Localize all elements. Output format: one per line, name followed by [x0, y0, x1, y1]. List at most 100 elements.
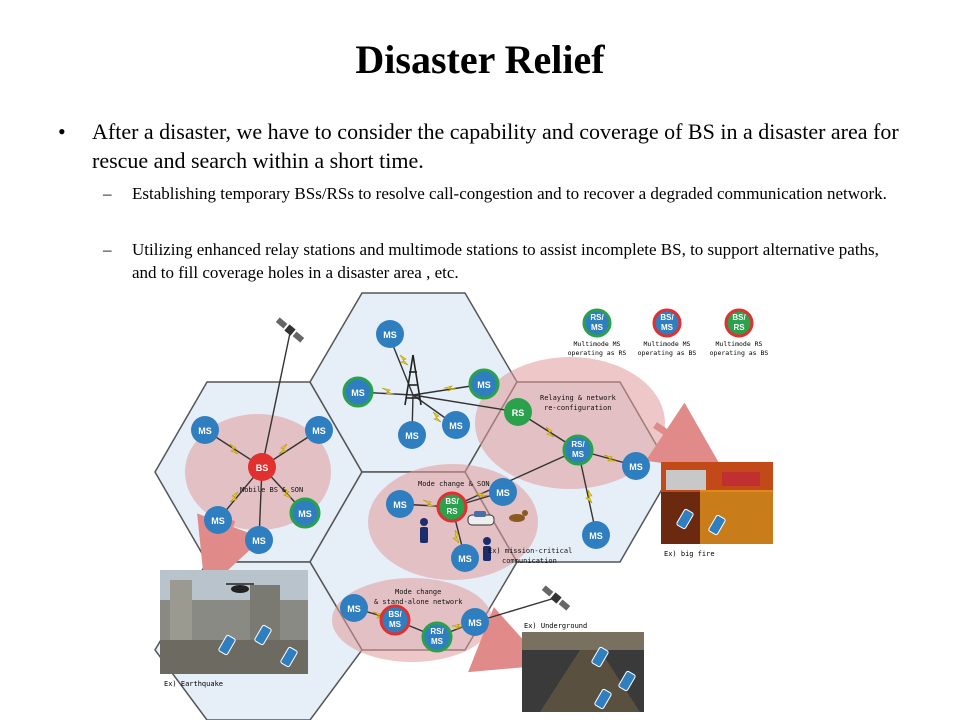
base-station-tower-icon — [404, 354, 422, 406]
label-mission-1: Ex) mission-critical — [488, 547, 572, 555]
label-big-fire: Ex) big fire — [664, 550, 715, 558]
legend-item-bs-rs: BS/ RS Multimode RS operating as BS — [710, 308, 769, 357]
bullet-mark: • — [58, 119, 66, 144]
svg-text:Multimode MS: Multimode MS — [574, 340, 621, 348]
svg-text:MS: MS — [211, 516, 225, 526]
lightning-icon — [432, 411, 442, 423]
bs-node: BS — [248, 453, 276, 481]
ms-node: MS — [442, 411, 470, 439]
svg-text:RS/: RS/ — [571, 440, 585, 449]
label-mission-2: communication — [502, 557, 557, 565]
photo-big-fire: Ex) big fire — [661, 462, 773, 558]
legend-item-rs-ms: RS/ MS Multimode MS operating as RS — [568, 308, 627, 357]
arrow-to-fire — [645, 402, 724, 471]
police-car-icon — [467, 511, 495, 526]
lightning-icon — [585, 489, 593, 504]
svg-text:RS: RS — [733, 323, 745, 332]
svg-text:BS: BS — [256, 463, 269, 473]
lightning-icon — [443, 385, 457, 392]
satellite-icon — [541, 585, 571, 611]
zone-standalone — [332, 578, 492, 662]
svg-text:BS/: BS/ — [445, 497, 459, 506]
lightning-icon — [229, 491, 239, 503]
ms-node: MS — [191, 416, 219, 444]
svg-text:MS: MS — [252, 536, 266, 546]
bs-rs-node: BS/RS — [436, 491, 468, 523]
lightning-icon — [545, 426, 555, 438]
svg-text:MS: MS — [351, 388, 365, 398]
svg-text:BS/: BS/ — [388, 610, 402, 619]
slide-title: Disaster Relief — [355, 37, 605, 82]
svg-text:MS: MS — [347, 604, 361, 614]
label-standalone-2: & stand-alone network — [374, 598, 463, 606]
svg-text:MS: MS — [198, 426, 212, 436]
rs-ms-node: RS/MS — [562, 434, 594, 466]
svg-text:RS: RS — [446, 507, 458, 516]
rescue-dog-icon — [509, 510, 528, 522]
phone-icon — [591, 646, 636, 710]
photo-underground: Ex) Underground — [522, 622, 644, 712]
satellite-icon — [275, 317, 305, 343]
label-earthquake: Ex) Earthquake — [164, 680, 223, 688]
lightning-icon — [381, 387, 395, 395]
svg-text:MS: MS — [591, 323, 604, 332]
svg-text:RS/: RS/ — [590, 313, 604, 322]
ms-node: MS — [489, 478, 517, 506]
dash-mark: – — [103, 240, 112, 259]
label-relaying-1: Relaying & network — [540, 394, 617, 402]
svg-text:MS: MS — [389, 620, 402, 629]
label-mode-change-son: Mode change & SON — [418, 480, 490, 488]
link — [451, 449, 579, 508]
ms-node: MS — [398, 421, 426, 449]
zone-relaying — [475, 357, 665, 489]
lightning-icon — [452, 529, 460, 544]
svg-text:BS/: BS/ — [732, 313, 746, 322]
rs-ms-node: RS/MS — [421, 621, 453, 653]
svg-text:MS: MS — [298, 509, 312, 519]
ms-node: MS — [342, 376, 374, 408]
svg-text:MS: MS — [431, 637, 444, 646]
label-underground: Ex) Underground — [524, 622, 587, 630]
phone-icon — [218, 624, 298, 668]
svg-text:MS: MS — [468, 618, 482, 628]
svg-text:MS: MS — [572, 450, 585, 459]
svg-text:operating as RS: operating as RS — [568, 349, 627, 357]
lightning-icon — [603, 454, 617, 462]
svg-text:operating as BS: operating as BS — [638, 349, 697, 357]
rescue-worker-icon — [483, 537, 491, 561]
ms-node: MS — [305, 416, 333, 444]
link — [412, 394, 519, 413]
svg-text:MS: MS — [496, 488, 510, 498]
ms-node: MS — [245, 526, 273, 554]
lightning-icon — [278, 443, 288, 455]
ms-node: MS — [386, 490, 414, 518]
svg-text:MS: MS — [393, 500, 407, 510]
label-relaying-2: re-configuration — [544, 404, 611, 412]
main-bullet-text: After a disaster, we have to consider th… — [92, 119, 899, 173]
svg-text:MS: MS — [477, 380, 491, 390]
svg-text:MS: MS — [449, 421, 463, 431]
svg-text:Multimode RS: Multimode RS — [716, 340, 763, 348]
ms-node: MS — [461, 608, 489, 636]
dash-mark: – — [103, 184, 112, 203]
link — [261, 332, 291, 468]
zone-labels: Mobile BS & SON Relaying & network re-co… — [240, 394, 617, 606]
ms-node: MS — [340, 594, 368, 622]
svg-text:MS: MS — [312, 426, 326, 436]
svg-text:MS: MS — [629, 462, 643, 472]
label-standalone-1: Mode change — [395, 588, 441, 596]
svg-text:BS/: BS/ — [660, 313, 674, 322]
svg-text:operating as BS: operating as BS — [710, 349, 769, 357]
ms-node: MS — [204, 506, 232, 534]
svg-text:Multimode MS: Multimode MS — [644, 340, 691, 348]
svg-text:MS: MS — [589, 531, 603, 541]
svg-text:MS: MS — [405, 431, 419, 441]
bs-ms-node: BS/MS — [379, 604, 411, 636]
photo-earthquake: Ex) Earthquake — [160, 570, 308, 688]
ms-node: MS — [289, 497, 321, 529]
ms-node: MS — [468, 368, 500, 400]
lightning-icon — [399, 354, 409, 366]
legend: RS/ MS Multimode MS operating as RS BS/ … — [568, 308, 769, 357]
svg-text:MS: MS — [458, 554, 472, 564]
